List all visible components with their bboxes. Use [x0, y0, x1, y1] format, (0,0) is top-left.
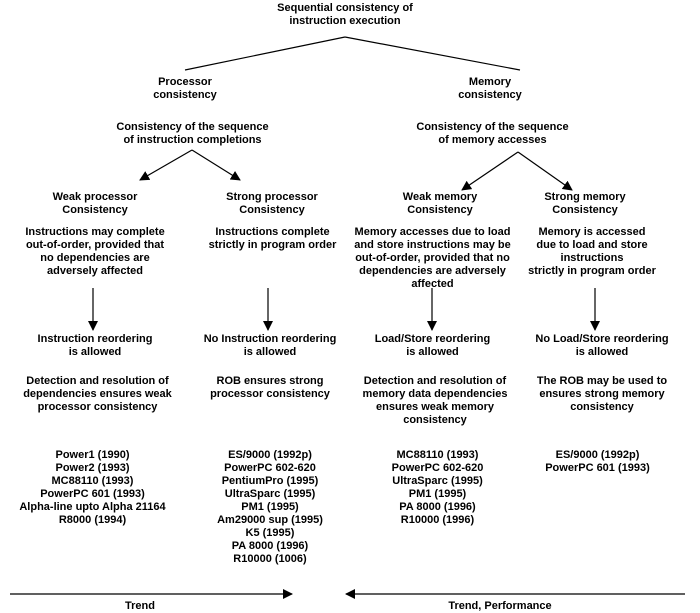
memory-subtitle: Consistency of the sequence of memory ac…: [416, 121, 569, 146]
strong-memory-ensure: The ROB may be used to ensures strong me…: [536, 375, 668, 413]
strong-processor-examples: ES/9000 (1992p) PowerPC 602-620 PentiumP…: [217, 449, 323, 565]
trend-performance-label: Trend, Performance: [448, 600, 552, 612]
memory-to-strong-arrow: [517, 151, 573, 191]
root-to-memory-line: [344, 36, 521, 71]
trend-label: Trend: [125, 600, 155, 612]
strong-processor-title: Strong processor Consistency: [226, 191, 318, 216]
strong-memory-title: Strong memory Consistency: [544, 191, 626, 216]
weak-memory-examples: MC88110 (1993) PowerPC 602-620 UltraSpar…: [391, 449, 484, 526]
strong-processor-reorder: No Instruction reordering is allowed: [203, 333, 337, 358]
processor-to-strong-arrow: [191, 149, 241, 181]
memory-to-weak-arrow: [461, 151, 519, 191]
memory-consistency-title: Memory consistency: [458, 76, 522, 101]
weak-processor-title: Weak processor Consistency: [52, 191, 138, 216]
strong-processor-ensure: ROB ensures strong processor consistency: [210, 375, 330, 400]
strong-memory-examples: ES/9000 (1992p) PowerPC 601 (1993): [545, 449, 650, 474]
weak-memory-desc: Memory accesses due to load and store in…: [354, 226, 511, 290]
processor-subtitle: Consistency of the sequence of instructi…: [116, 121, 269, 146]
weak-memory-reorder: Load/Store reordering is allowed: [374, 333, 491, 358]
processor-consistency-title: Processor consistency: [153, 76, 217, 101]
root-to-processor-line: [184, 36, 346, 71]
weak-processor-reorder: Instruction reordering is allowed: [37, 333, 153, 358]
weak-memory-ensure: Detection and resolution of memory data …: [362, 375, 508, 426]
weak-processor-desc: Instructions may complete out-of-order, …: [25, 226, 165, 277]
weak-processor-ensure: Detection and resolution of dependencies…: [23, 375, 172, 413]
weak-memory-title: Weak memory Consistency: [402, 191, 478, 216]
strong-memory-reorder: No Load/Store reordering is allowed: [535, 333, 669, 358]
root-title: Sequential consistency of instruction ex…: [277, 2, 413, 27]
processor-to-weak-arrow: [139, 149, 193, 181]
strong-processor-desc: Instructions complete strictly in progra…: [208, 226, 337, 251]
strong-memory-desc: Memory is accessed due to load and store…: [528, 226, 656, 277]
weak-processor-examples: Power1 (1990) Power2 (1993) MC88110 (199…: [19, 449, 166, 526]
